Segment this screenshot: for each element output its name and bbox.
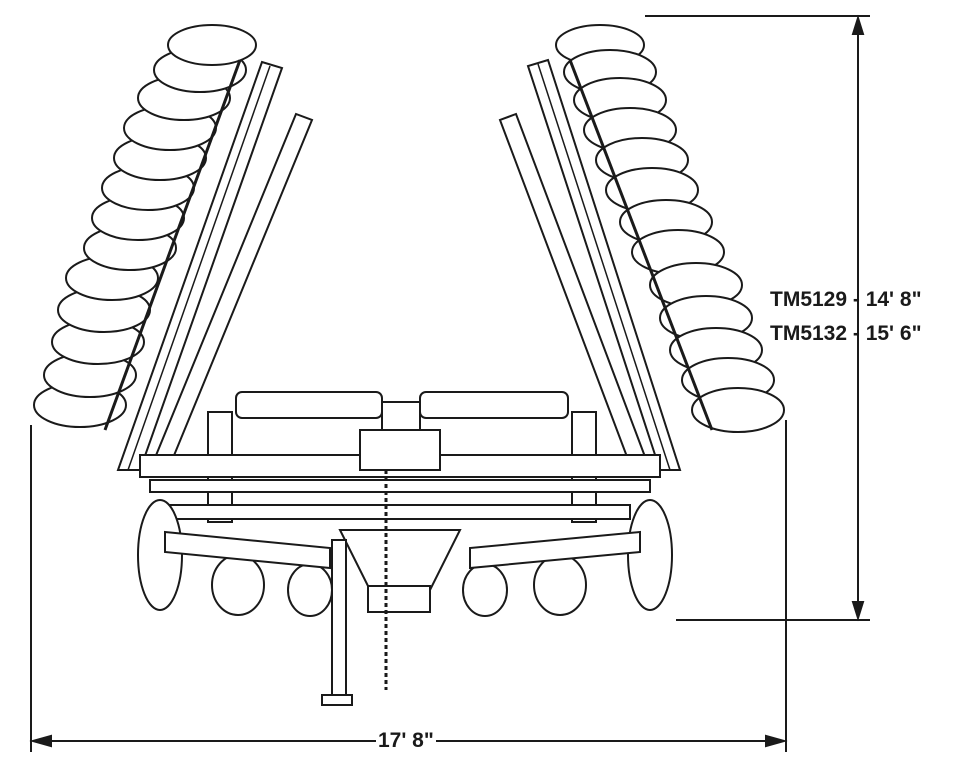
hitch-tongue [164,470,641,706]
right-wing-disc-gang [498,24,785,471]
height-dimension [645,14,870,622]
width-label: 17' 8" [376,729,436,753]
height-label-tm5129: TM5129 - 14' 8" [770,288,922,311]
left-wing-disc-gang [33,24,314,471]
width-dimension [29,420,788,752]
height-label-tm5132: TM5132 - 15' 6" [770,322,922,345]
center-frame [139,391,661,523]
wheels [137,499,673,617]
